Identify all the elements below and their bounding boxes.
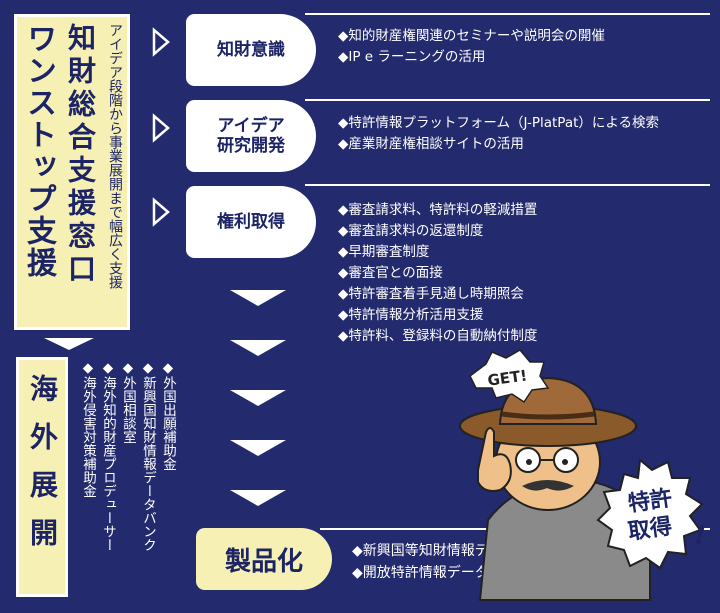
stage-2-label-line-1: アイデア — [217, 116, 285, 136]
overseas-panel: 海外展開 — [16, 357, 68, 597]
stage-3-item: ◆審査請求料の返還制度 — [338, 223, 484, 239]
stage-3-label: 権利取得 — [217, 212, 285, 232]
stage-2-label-line-2: 研究開発 — [217, 136, 285, 156]
down-arrow-icon — [230, 440, 286, 456]
down-arrow-icon — [230, 340, 286, 356]
stage-3-item: ◆特許料、登録料の自動納付制度 — [338, 328, 538, 344]
overseas-item-5: ◆海外侵害対策補助金 — [80, 360, 96, 498]
stage-1-item: ◆IP e ラーニングの活用 — [338, 49, 486, 65]
stage-2-list: ◆特許情報プラットフォーム（J-PlatPat）による検索 ◆産業財産権相談サイ… — [338, 113, 659, 155]
overseas-title: 海外展開 — [26, 374, 59, 566]
stage-3-item: ◆審査官との面接 — [338, 265, 443, 281]
badge-line-2: 取得 — [626, 513, 673, 545]
stage-3-list: ◆審査請求料、特許料の軽減措置 ◆審査請求料の返還制度 ◆早期審査制度 ◆審査官… — [338, 200, 537, 347]
stage-2-label: アイデア 研究開発 — [217, 116, 285, 156]
down-arrow-icon — [230, 490, 286, 506]
one-stop-title: ワンストップ支援 — [21, 23, 56, 279]
speech-burst — [469, 349, 550, 404]
stage-3-rule — [305, 184, 710, 186]
stage-1-pill: 知財意識 — [186, 14, 316, 86]
pointing-hand-icon — [477, 427, 512, 492]
product-pill: 製品化 — [196, 528, 332, 590]
badge-burst — [596, 458, 704, 570]
stage-3-item: ◆特許審査着手見通し時期照会 — [338, 286, 524, 302]
stage-2-item: ◆産業財産権相談サイトの活用 — [338, 136, 524, 152]
chevron-right-icon — [152, 197, 170, 227]
overseas-item-2: ◆新興国知財情報データバンク — [140, 360, 156, 552]
one-stop-description: アイデア段階から事業展開まで幅広く支援 — [107, 23, 123, 289]
stage-3-pill: 権利取得 — [186, 186, 316, 258]
chevron-right-icon — [152, 113, 170, 143]
stage-3-item: ◆早期審査制度 — [338, 244, 430, 260]
stage-3-item: ◆審査請求料、特許料の軽減措置 — [338, 202, 538, 218]
one-stop-support-panel: ワンストップ支援 知財総合支援窓口 アイデア段階から事業展開まで幅広く支援 — [14, 14, 130, 330]
product-label: 製品化 — [224, 546, 303, 577]
stage-3-item: ◆特許情報分析活用支援 — [338, 307, 484, 323]
badge-line-1: 特許 — [626, 485, 673, 517]
stage-1-label: 知財意識 — [217, 40, 285, 60]
overseas-item-3: ◆外国相談室 — [120, 360, 136, 444]
stage-2-pill: アイデア 研究開発 — [186, 100, 316, 172]
down-arrow-icon — [230, 390, 286, 406]
overseas-item-4: ◆海外知的財産プロデューサー — [100, 360, 116, 552]
down-arrow-icon — [44, 338, 94, 350]
down-arrow-icon — [230, 290, 286, 306]
stage-1-list: ◆知的財産権関連のセミナーや説明会の開催 ◆IP e ラーニングの活用 — [338, 26, 605, 68]
stage-1-item: ◆知的財産権関連のセミナーや説明会の開催 — [338, 28, 605, 44]
stage-2-rule — [305, 99, 710, 101]
stage-1-rule — [305, 13, 710, 15]
stage-2-item: ◆特許情報プラットフォーム（J-PlatPat）による検索 — [338, 115, 660, 131]
speech-text: GET! — [486, 366, 528, 389]
one-stop-subtitle: 知財総合支援窓口 — [64, 23, 97, 287]
chevron-right-icon — [152, 27, 170, 57]
mustache — [522, 480, 574, 491]
overseas-item-1: ◆外国出願補助金 — [160, 360, 176, 471]
